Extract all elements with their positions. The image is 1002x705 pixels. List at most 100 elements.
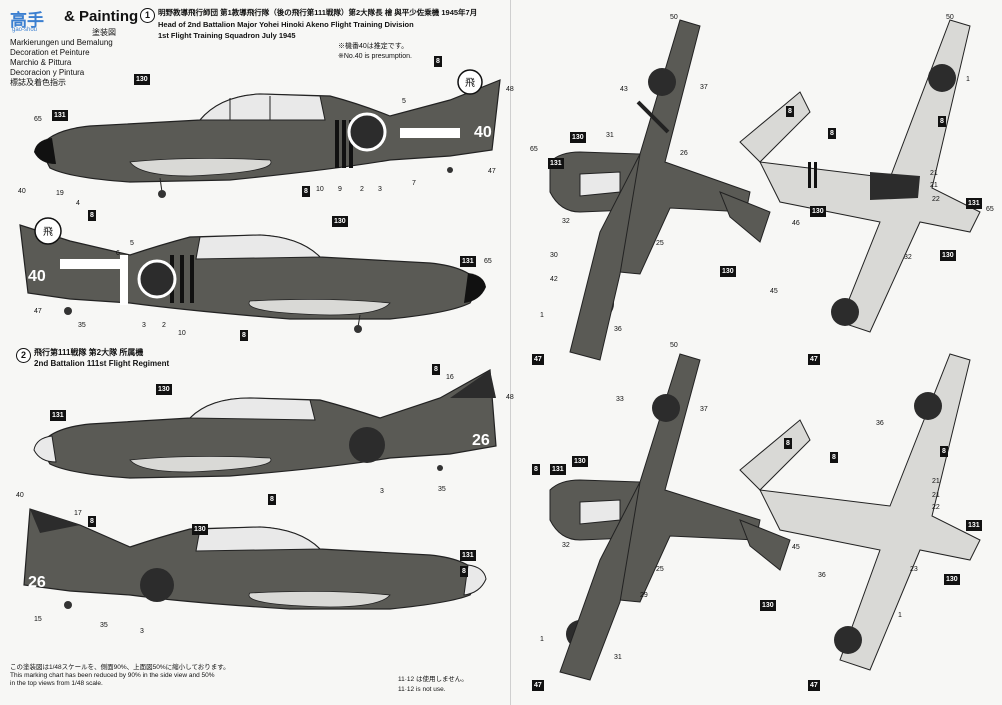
callout-rbl-8b: 8 <box>830 452 838 463</box>
callout-r-30: 30 <box>550 252 558 259</box>
callout-rbl-23: 23 <box>910 566 918 573</box>
callout-a2-3: 3 <box>142 322 146 329</box>
callout-r-1: 1 <box>540 312 544 319</box>
aircraft-1-number: 40 <box>474 124 492 141</box>
callout-r-50: 50 <box>670 14 678 21</box>
callout-rb-130b: 130 <box>760 600 776 611</box>
callout-a1-2: 2 <box>360 186 364 193</box>
callout-rb-1: 1 <box>540 636 544 643</box>
callout-a1-47: 47 <box>488 168 496 175</box>
callout-r-26: 26 <box>680 150 688 157</box>
callout-a2-2: 2 <box>162 322 166 329</box>
callout-a1-131: 131 <box>52 110 68 121</box>
callout-rbl-36b: 36 <box>818 572 826 579</box>
callout-a3-8: 8 <box>432 364 440 375</box>
callout-a3-8b: 8 <box>268 494 276 505</box>
callout-r-45: 45 <box>770 288 778 295</box>
aircraft-2-number: 40 <box>28 268 46 285</box>
lang-es: Decoracion y Pintura <box>10 68 85 77</box>
callout-a1-7: 7 <box>412 180 416 187</box>
callout-a2-130: 130 <box>332 216 348 227</box>
callout-r-42: 42 <box>550 276 558 283</box>
callout-a1-65: 65 <box>34 116 42 123</box>
callout-a4-40: 40 <box>16 492 24 499</box>
scheme-1-title-en-2: 1st Flight Training Squadron July 1945 <box>158 31 296 40</box>
top-view-light-2 <box>739 353 981 671</box>
callout-rbl-131: 131 <box>966 520 982 531</box>
lang-fr: Decoration et Peinture <box>10 48 90 57</box>
callout-rb-130: 130 <box>572 456 588 467</box>
aircraft-4-side-view <box>23 508 487 610</box>
aircraft-3-side-view <box>33 369 497 479</box>
callout-rb-25: 25 <box>656 566 664 573</box>
callout-r-65: 65 <box>530 146 538 153</box>
callout-rl-8c: 8 <box>938 116 946 127</box>
jp-label: 塗装図 <box>92 28 116 37</box>
callout-a1-130: 130 <box>134 74 150 85</box>
callout-a4-8b: 8 <box>460 566 468 577</box>
hinomaru <box>347 112 387 152</box>
callout-a1-3: 3 <box>378 186 382 193</box>
aircraft-1-side-view: 飛 <box>34 69 501 198</box>
callout-rl-8: 8 <box>786 106 794 117</box>
callout-a3-48: 48 <box>506 394 514 401</box>
callout-a4-35: 35 <box>100 622 108 629</box>
callout-a4-131: 131 <box>460 550 476 561</box>
callout-rb-47: 47 <box>532 680 544 691</box>
callout-a1-10: 10 <box>316 186 324 193</box>
callout-r-36: 36 <box>614 326 622 333</box>
site-logo: 高手 <box>10 11 44 30</box>
scheme-1-note-jp: ※機番40は推定です。 <box>338 43 409 50</box>
callout-rb-131: 131 <box>550 464 566 475</box>
callout-r-25: 25 <box>656 240 664 247</box>
callout-a2-131: 131 <box>460 256 476 267</box>
callout-a1-48: 48 <box>506 86 514 93</box>
callout-rl-65: 65 <box>986 206 994 213</box>
callout-a2-4: 4 <box>76 200 80 207</box>
callout-a2-6: 6 <box>116 250 120 257</box>
lang-it: Marchio & Pittura <box>10 58 72 67</box>
language-list: Markierungen und Bemalung Decoration et … <box>10 38 113 88</box>
callout-rbl-47: 47 <box>808 680 820 691</box>
callout-a3-131: 131 <box>50 410 66 421</box>
callout-r-46: 46 <box>792 220 800 227</box>
callout-rb-37: 37 <box>700 406 708 413</box>
footer-note-en-3: 11·12 is not use. <box>398 686 446 693</box>
scheme-1-title-jp: 明野教導飛行師団 第1教導飛行隊（後の飛行第111戦隊）第2大隊長 檜 與平少佐… <box>158 8 478 17</box>
footer-notes: この塗装図は1/48スケールを、側面90%、上面図50%に縮小しております。 T… <box>10 664 230 688</box>
callout-a3-35: 35 <box>438 486 446 493</box>
callout-rbl-130: 130 <box>944 574 960 585</box>
callout-r-131: 131 <box>548 158 564 169</box>
footer-note-en-1: This marking chart has been reduced by 9… <box>10 672 215 679</box>
callout-rb-33: 33 <box>616 396 624 403</box>
aircraft-4-number: 26 <box>28 574 46 591</box>
callout-rb-50: 50 <box>670 342 678 349</box>
scheme-1-badge: 1 <box>140 8 155 23</box>
callout-a2-35: 35 <box>78 322 86 329</box>
lang-de: Markierungen und Bemalung <box>10 38 113 47</box>
callout-r-31: 31 <box>606 132 614 139</box>
aircraft-3-number: 26 <box>472 432 490 449</box>
callout-a2-10: 10 <box>178 330 186 337</box>
callout-rl-130: 130 <box>810 206 826 217</box>
scheme-2-title-en: 2nd Battalion 111st Flight Regiment <box>34 359 170 368</box>
callout-r-32: 32 <box>562 218 570 225</box>
callout-rbl-8c: 8 <box>940 446 948 457</box>
callout-a4-8: 8 <box>88 516 96 527</box>
tail-marking: 飛 <box>465 77 475 89</box>
callout-a4-130: 130 <box>192 524 208 535</box>
callout-a2-5: 5 <box>130 240 134 247</box>
callout-rl-22: 22 <box>932 196 940 203</box>
callout-a4-15: 15 <box>34 616 42 623</box>
callout-r-130: 130 <box>570 132 586 143</box>
callout-a1-8b: 8 <box>302 186 310 197</box>
top-view-dark-1 <box>549 19 771 361</box>
top-view-light-1 <box>739 19 981 333</box>
callout-rb-8: 8 <box>532 464 540 475</box>
callout-a3-130: 130 <box>156 384 172 395</box>
callout-r-47: 47 <box>532 354 544 365</box>
callout-a4-17: 17 <box>74 510 82 517</box>
lang-jp: 標誌及着色指示 <box>10 78 66 87</box>
callout-a2-19: 19 <box>56 190 64 197</box>
callout-a1-9: 9 <box>338 186 342 193</box>
